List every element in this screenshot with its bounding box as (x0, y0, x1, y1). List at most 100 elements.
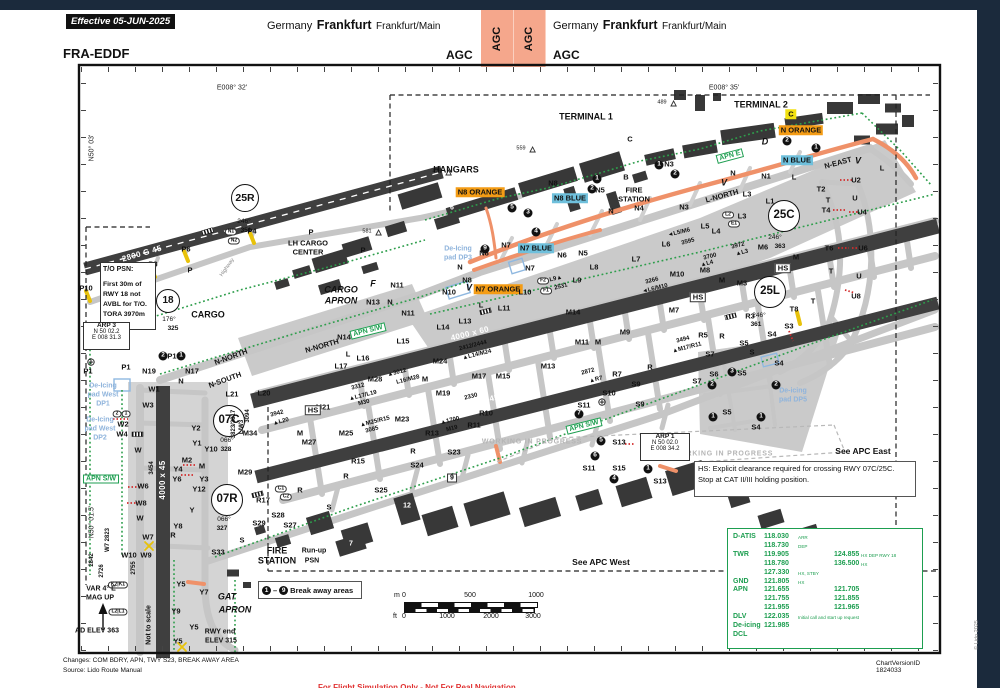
taxiway-label: M10 (669, 269, 685, 279)
taxiway-label: P4 (247, 226, 257, 236)
taxiway-label: M19 (435, 388, 451, 398)
taxiway-label: W4 (116, 429, 128, 439)
taxiway-label: R10 (479, 408, 493, 418)
taxiway-label: S7 (705, 349, 715, 359)
taxiway-label: N (457, 262, 463, 272)
apc-reference: See APC East (835, 445, 891, 456)
taxiway-label: 5 (451, 230, 455, 238)
chart-title-left: Germany Frankfurt Frankfurt/Main (267, 16, 441, 34)
distance-label: 2726 (99, 564, 105, 578)
taxiway-label: GAT (217, 591, 237, 602)
runway-designator: 25R (231, 184, 259, 212)
taxiway-label: M23 (394, 414, 410, 424)
frame-ticks-right (933, 67, 938, 651)
intersection-marker: F2 (537, 277, 549, 285)
taxiway-label: N8 (548, 178, 558, 188)
taxiway-label: L9 (572, 275, 582, 285)
taxiway-label: S11 (577, 400, 591, 410)
runway-designator: 07C (213, 405, 245, 437)
taxiway-label: W9 (140, 550, 152, 560)
effective-date-badge: Effective 05-JUN-2025 (66, 14, 176, 29)
taxiway-label: V (854, 155, 862, 166)
taxiway-label: R (719, 331, 725, 341)
frequency-value: 118.030 (764, 533, 789, 540)
taxiway-label: T (828, 266, 834, 276)
deicing-label: De-Icing (444, 245, 472, 253)
airport-label: Frankfurt/Main (376, 21, 441, 32)
taxiway-label: U2 (851, 175, 861, 185)
taxiway-label: M27 (301, 437, 317, 447)
taxiway-label: R (647, 362, 653, 372)
taxiway-label: S (326, 502, 332, 512)
grid-coordinate: E008° 32' (216, 84, 248, 92)
scale-bar-feet (404, 607, 535, 613)
taxiway-label: 12 (403, 502, 411, 510)
legend-circle-icon: 1 (262, 585, 271, 595)
deicing-label: De-Icing (89, 382, 117, 390)
frequency-value: 121.655 (764, 586, 790, 594)
taxiway-label: L1 (765, 196, 775, 206)
taxiway-label: L5 (700, 221, 710, 231)
taxiway-label: D (761, 136, 769, 147)
taxiway-label: W1 (148, 384, 160, 394)
taxiway-label: N13 (366, 297, 380, 307)
tab-agc-1[interactable]: AGC (481, 10, 514, 67)
apron-label: APN S/W (83, 474, 119, 484)
taxiway-label: T (810, 296, 816, 306)
tab-agc-2[interactable]: AGC (514, 10, 546, 67)
taxiline-color-label: N7 ORANGE (473, 284, 523, 294)
frequency-service: De-icing (733, 622, 761, 629)
taxiway-label: Y12 (192, 484, 206, 494)
taxiway-label: P1 (83, 366, 93, 376)
taxiway-label: Y4 (173, 464, 183, 474)
breakaway-marker: 2 (782, 136, 792, 146)
frequency-value: 121.805 (764, 577, 790, 585)
distance-label: 3454 (149, 461, 155, 475)
taxiway-label: S4 (751, 422, 761, 432)
frequency-value: 136.500 (834, 559, 860, 567)
taxiline-color-label: N ORANGE (778, 125, 824, 135)
taxiway-label: Y5 (189, 622, 199, 632)
taxiway-label: M11 (574, 337, 590, 347)
arp3-coordinates: ARP 3 N 50 02.2 E 008 31.3 (83, 322, 130, 350)
deicing-label: DP1 (96, 400, 110, 408)
deicing-label: DP2 (93, 434, 107, 442)
breakaway-marker: 4 (609, 474, 619, 484)
taxiway-label: 066° (217, 515, 231, 523)
deicing-label: De-Icing (86, 416, 114, 424)
taxiway-label: S (749, 347, 755, 357)
arp-lat: N 50 02.2 (93, 329, 120, 335)
taxiway-label: 363 (774, 242, 786, 250)
source-note: Source: Lido Route Manual (63, 667, 142, 674)
deicing-label: pad West (84, 425, 116, 433)
taxiway-label: L17 (334, 361, 348, 371)
obstacle-elevation: 489 (657, 99, 667, 106)
taxiway-label: M21 (315, 402, 331, 412)
taxiway-label: P (360, 245, 366, 255)
taxiway-label: M (594, 337, 602, 347)
frequency-service: DCL (733, 630, 748, 638)
taxiway-label: R (170, 530, 176, 540)
taxiway-label: L (345, 349, 351, 359)
taxiway-label: L (791, 172, 797, 182)
breakaway-marker: 1 (643, 464, 653, 474)
barrier-icons (131, 227, 737, 499)
frame-ticks-top (81, 67, 938, 72)
taxiway-label: S33 (211, 547, 225, 557)
taxiway-label: FIRE (266, 545, 288, 556)
airport-label: Frankfurt/Main (662, 21, 727, 32)
taxiway-label: M13 (540, 361, 556, 371)
taxiway-label: M25 (338, 428, 354, 438)
taxiway-label: PSN (304, 557, 320, 565)
runway-centerline (84, 171, 443, 270)
taxiway-label: F (370, 278, 376, 289)
taxiway-label: N3 (679, 202, 689, 212)
taxiline-color-label: N7 BLUE (517, 243, 555, 253)
taxiway-label: MAG UP (86, 594, 114, 602)
taxiway-label: Y5 (173, 636, 183, 646)
